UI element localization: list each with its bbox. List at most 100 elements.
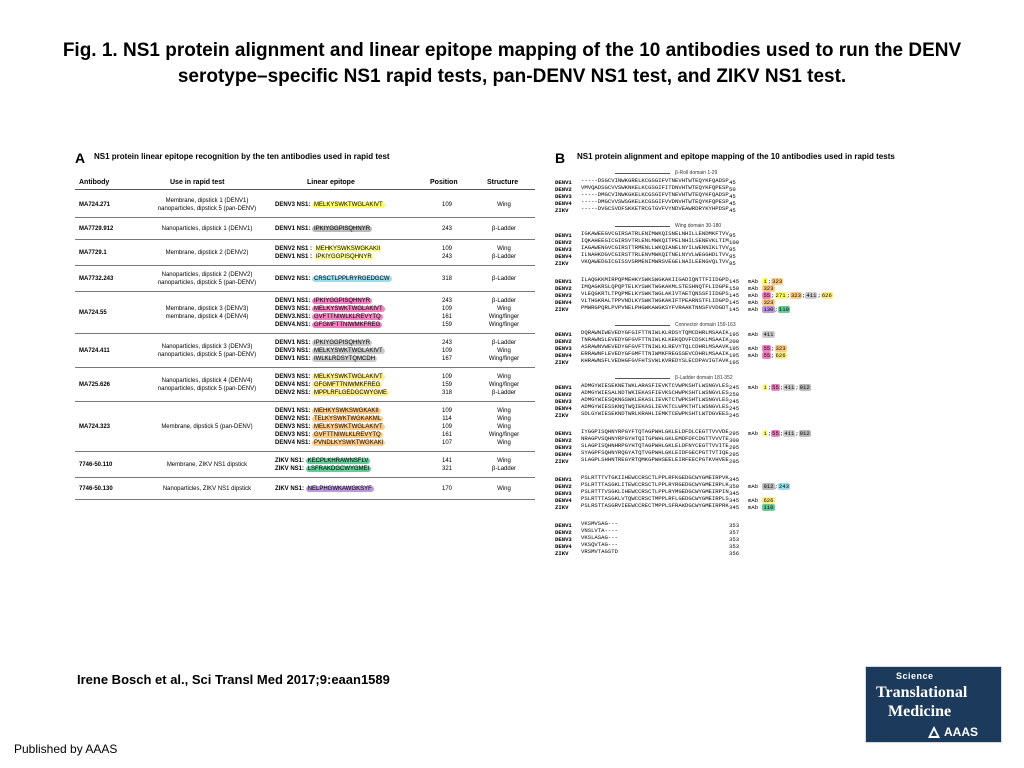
epitope-structure: β-Ladder [491, 390, 517, 396]
use-in-test: Membrane, dipstick 3 (DENV3)membrane, di… [137, 305, 277, 321]
epitope-structure: β-Ladder [491, 298, 517, 304]
table-header: Antibody Use in rapid test Linear epitop… [75, 176, 535, 190]
mab-tag: 110 [777, 306, 790, 313]
residue-end-number: 45 [729, 200, 736, 207]
mab-labels: mAb 1;55;411;912 [748, 430, 811, 437]
epitope-label: DENV2 NS1: [275, 276, 313, 282]
use-in-test: Membrane, dipstick 1 (DENV1)nanoparticle… [137, 197, 277, 213]
sequence-name: DENV1 [555, 232, 572, 239]
residue-end-number: 345 [729, 504, 740, 511]
sequence-name: DENV1 [555, 384, 572, 391]
epitope-sequence: NELPHGWKAWGKSYF [305, 486, 374, 492]
residue-end-number: 245 [729, 412, 740, 419]
sequence-name: ZIKV [555, 207, 569, 214]
sequence-name: DENV2 [555, 285, 572, 292]
epitope-position: 159 [441, 322, 452, 328]
mab-tag: mAb [748, 384, 759, 391]
mab-labels: mAb 411 [747, 331, 775, 338]
domain-label: β-Ladder domain 181-352 [615, 375, 733, 381]
epitope-line: DENV3 NS1: MELKYSWKTWGLAKIVT [275, 305, 425, 313]
epitope-structure: β-Ladder [491, 340, 517, 346]
sequence-residues: -----DMGCVVSWSGKELKCGSGIFVVDNVHTWTEQYKFQ… [581, 198, 729, 205]
mab-tag: 55 [762, 292, 772, 299]
mab-tag: mAb [748, 352, 759, 359]
alignment-row: DENV1-----DSGCVINWKGRELKCGSGIFVTNEVHTWTE… [555, 177, 747, 186]
domain-label: β-Roll domain 1-29 [614, 170, 718, 176]
epitope-position: 243 [441, 340, 452, 346]
sequence-name: DENV2 [555, 529, 572, 536]
epitope-position: 159 [441, 382, 452, 388]
mab-tag: 271 [774, 292, 787, 299]
sequence-residues: ADMGYWIESQKNGSWKLEKASLIEVKTCTWPKSHTLWSNG… [581, 396, 729, 403]
alignment-row: ZIKV SLAGPLSHHNTREGYRTQMKGPWHSEELEIRFEECP… [555, 456, 747, 465]
mab-tag: mAb [748, 430, 759, 437]
sequence-residues: -----DSGCVINWKGRELKCGSGIFVTNEVHTWTEQYKFQ… [581, 177, 729, 184]
epitope-line: DENV1 NS1 : IPKIYGGPISQHNYR [275, 253, 425, 261]
sequence-name: ZIKV [555, 458, 569, 465]
mab-tag: 1 [762, 430, 768, 437]
mab-tag: mAb [748, 483, 759, 490]
sequence-name: DENV3 [555, 292, 572, 299]
sequence-name: DENV3 [555, 536, 572, 543]
mab-tag: 55 [771, 384, 780, 391]
header-antibody: Antibody [79, 179, 110, 186]
epitope-structure: Wing/finger [488, 356, 520, 362]
epitope-sequence: MEHKYSWKSWGKAKII [312, 408, 381, 414]
use-line: membrane, dipstick 4 (DENV4) [165, 314, 249, 320]
residue-end-number: 300 [729, 437, 740, 444]
epitope-line: ZIKV NS1: KECPLKHRAWNSFLV [275, 457, 425, 465]
residue-end-number: 145 [729, 292, 740, 299]
antibody-name: MA7729.1 [79, 250, 107, 256]
mab-tag: 55 [771, 430, 780, 437]
residue-end-number: 200 [729, 338, 740, 345]
epitope-line: DENV3.NS1: GVFTTNIWLKLREVYTQ [275, 313, 425, 321]
mab-tag: 323 [762, 299, 775, 306]
use-line: Nanoparticles, dipstick 1 (DENV1) [161, 226, 253, 232]
epitope-position: 167 [441, 356, 452, 362]
epitope-position: 170 [441, 486, 452, 492]
sequence-name: DENV1 [555, 430, 572, 437]
mab-labels: mAb 130;110 [748, 306, 790, 313]
antibody-name: MA724.411 [79, 348, 110, 354]
domain-label: Connector domain 159-163 [615, 322, 736, 328]
epitope-label: ZIKV NS1: [275, 458, 306, 464]
sequence-residues: ILAQGKKMIRPQPMEHKYSWKSWGKAKIIGADIQNTTFII… [581, 276, 729, 283]
epitope-line: DENV2 NS1: CRSCTLPPLRYRGEDGCW [275, 275, 425, 283]
epitope-sequence: MELKYSWKTWGLAKIVT [312, 348, 385, 354]
residue-end-number: 245 [729, 405, 740, 412]
antibody-name: MA724.271 [79, 202, 111, 208]
residue-end-number: 356 [729, 550, 740, 557]
sequence-residues: IGKAWEEGVCGIRSATRLENIMWKQISNELNHILLENDMK… [581, 230, 729, 237]
sequence-residues: SLAGPLSHHNTREGYRTQMKGPWHSEELEIRFEECPGTKV… [581, 456, 729, 463]
use-line: Nanoparticles, dipstick 4 (DENV4) [161, 378, 253, 384]
position-list: 109 [427, 201, 467, 209]
use-in-test: Membrane, dipstick 5 (pan-DENV) [137, 423, 277, 431]
sequence-name: DENV2 [555, 186, 572, 193]
epitope-line: DENV4 NS1: GFGMFTTNIWMKFREG [275, 381, 425, 389]
sequence-name: DENV3 [555, 398, 572, 405]
epitope-position: 243 [441, 298, 452, 304]
residue-end-number: 195 [729, 345, 740, 352]
published-by: Published by AAAS [14, 742, 118, 756]
header-position: Position [430, 179, 458, 186]
mab-labels: mAb 323 [747, 285, 775, 292]
epitope-label: DENV1 NS1: [275, 340, 313, 346]
epitope-list: DENV2 NS1: CRSCTLPPLRYRGEDGCW [275, 275, 425, 283]
